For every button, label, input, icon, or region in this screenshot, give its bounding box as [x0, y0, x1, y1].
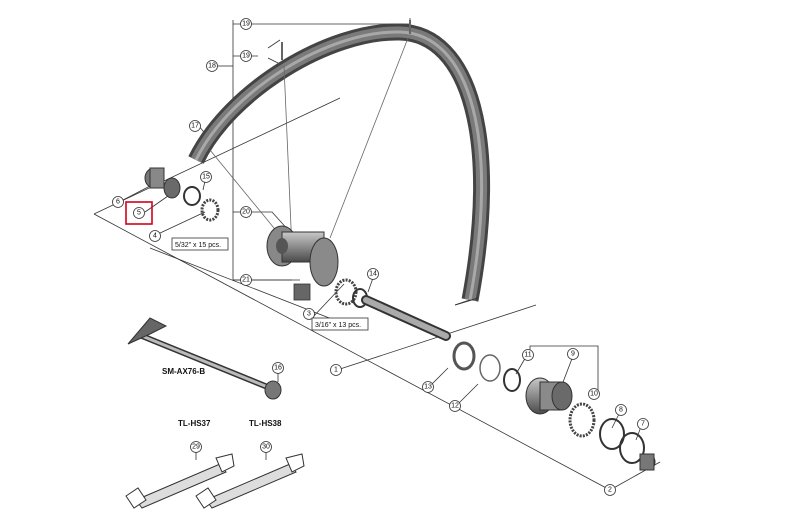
- svg-text:9: 9: [571, 351, 575, 358]
- svg-text:2: 2: [608, 487, 612, 494]
- callout-11: 11: [522, 349, 534, 361]
- callout-12: 12: [449, 400, 461, 412]
- axle-model-label: SM-AX76-B: [162, 367, 205, 376]
- callout-21: 21: [240, 274, 252, 286]
- svg-text:6: 6: [116, 199, 120, 206]
- callout-16: 16: [272, 362, 284, 374]
- callout-13: 13: [422, 381, 434, 393]
- callout-2: 2: [604, 484, 616, 496]
- svg-text:3/16" x 13 pcs.: 3/16" x 13 pcs.: [315, 322, 361, 329]
- ball-spec-box-2: 3/16" x 13 pcs.: [311, 317, 369, 331]
- cone-wrench-tl-hs37: [125, 453, 235, 509]
- callout-10: 10: [588, 388, 600, 400]
- callout-17: 17: [189, 120, 201, 132]
- callout-19a: 19: [240, 18, 252, 30]
- tool-tl-hs38-label: TL-HS38: [249, 419, 282, 428]
- freehub-parts: [452, 341, 656, 471]
- svg-text:18: 18: [208, 63, 216, 70]
- svg-text:13: 13: [424, 384, 432, 391]
- callout-14: 14: [367, 268, 379, 280]
- svg-text:30: 30: [262, 444, 270, 451]
- svg-text:7: 7: [641, 421, 645, 428]
- ball-spec-box-1: 5/32" x 15 pcs.: [171, 237, 229, 251]
- svg-text:1: 1: [334, 367, 338, 374]
- svg-text:5: 5: [137, 210, 141, 217]
- svg-text:19: 19: [242, 21, 250, 28]
- hub-body: [266, 225, 339, 301]
- callout-6: 6: [112, 196, 124, 208]
- callout-7: 7: [637, 418, 649, 430]
- svg-text:21: 21: [242, 277, 250, 284]
- callout-19b: 19: [240, 50, 252, 62]
- svg-text:16: 16: [274, 365, 282, 372]
- svg-text:5/32" x 15 pcs.: 5/32" x 15 pcs.: [175, 242, 221, 249]
- svg-text:10: 10: [590, 391, 598, 398]
- callout-20: 20: [240, 206, 252, 218]
- callout-30: 30: [260, 441, 272, 453]
- hub-axle: [361, 295, 451, 341]
- tool-tl-hs37-label: TL-HS37: [178, 419, 211, 428]
- callout-4: 4: [149, 230, 161, 242]
- rim: [188, 23, 491, 306]
- callout-5-highlighted: 5: [125, 201, 153, 225]
- callout-15: 15: [200, 171, 212, 183]
- svg-text:29: 29: [192, 444, 200, 451]
- svg-text:15: 15: [202, 174, 210, 181]
- svg-text:12: 12: [451, 403, 459, 410]
- callouts: 19 19 18 17 15 6 5 4 20 21 14 3 16 1 13 …: [112, 18, 649, 496]
- callout-1: 1: [330, 364, 342, 376]
- callout-9: 9: [567, 348, 579, 360]
- through-axle: [127, 317, 282, 400]
- cone-wrench-tl-hs38: [195, 453, 305, 509]
- left-end-parts: [144, 167, 220, 222]
- svg-text:4: 4: [153, 233, 157, 240]
- svg-text:3: 3: [307, 311, 311, 318]
- callout-29: 29: [190, 441, 202, 453]
- svg-text:8: 8: [619, 407, 623, 414]
- callout-3: 3: [303, 308, 315, 320]
- callout-18: 18: [206, 60, 218, 72]
- svg-text:11: 11: [524, 352, 531, 359]
- svg-text:14: 14: [369, 271, 377, 278]
- svg-text:20: 20: [242, 209, 250, 216]
- callout-8: 8: [615, 404, 627, 416]
- svg-text:19: 19: [242, 53, 250, 60]
- svg-text:17: 17: [191, 123, 199, 130]
